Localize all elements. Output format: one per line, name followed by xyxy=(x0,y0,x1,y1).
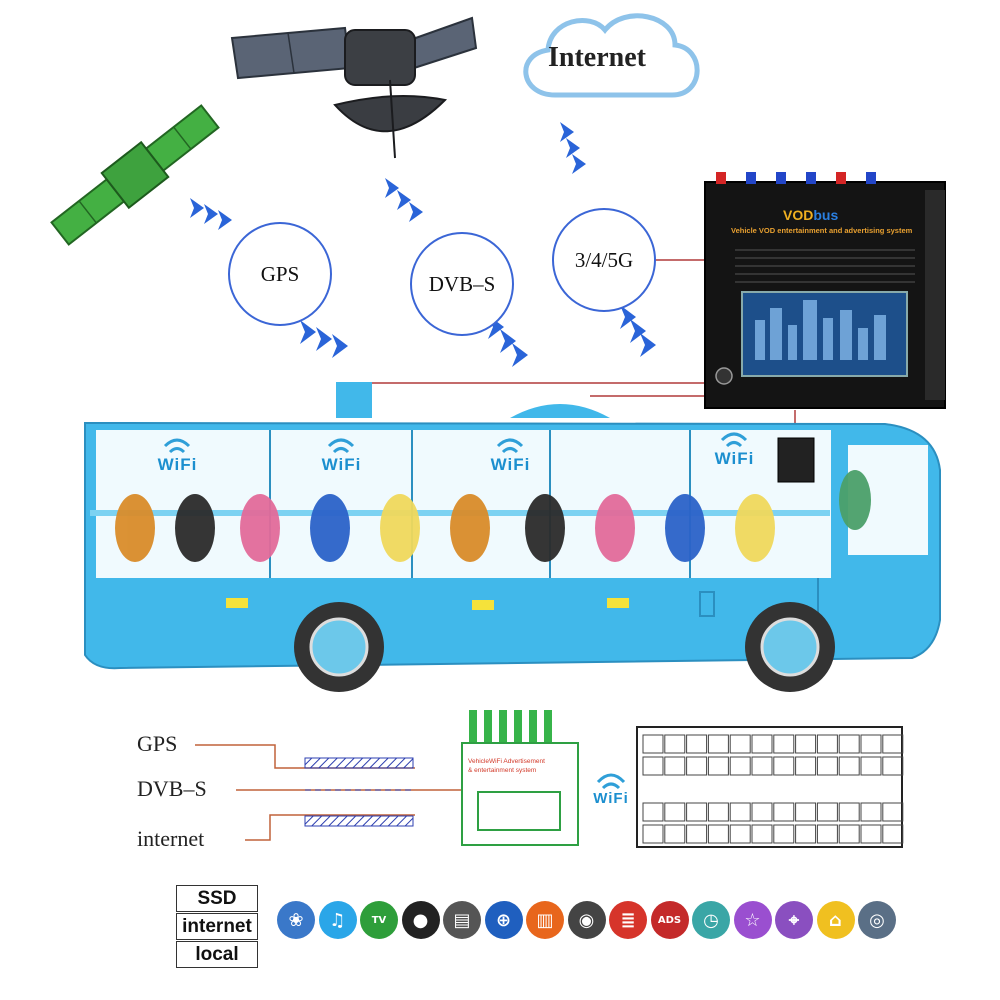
seat xyxy=(707,802,729,822)
gps-satellite-icon xyxy=(50,104,220,246)
seat xyxy=(773,756,795,776)
broadcast-satellite-icon xyxy=(230,16,478,159)
radio-icon[interactable]: ▤ xyxy=(443,901,481,939)
globe-hand-icon[interactable]: ◎ xyxy=(858,901,896,939)
seat xyxy=(838,734,860,754)
seat xyxy=(729,824,751,844)
bus-wifi-label-1: WiFi xyxy=(157,455,198,474)
shopping-cart-icon[interactable]: ☆ xyxy=(733,901,772,939)
bus-wheels xyxy=(294,602,835,692)
seat xyxy=(816,756,838,776)
bus-router-icon xyxy=(777,437,815,483)
seat xyxy=(882,802,904,822)
seat xyxy=(751,756,773,776)
router-diagram xyxy=(461,710,579,846)
seat xyxy=(751,734,773,754)
bus-wifi-label-3: WiFi xyxy=(490,455,531,474)
seat xyxy=(882,756,904,776)
tv-icon[interactable]: TV xyxy=(360,901,398,939)
seat xyxy=(795,824,817,844)
seat xyxy=(860,802,882,822)
seat xyxy=(838,802,860,822)
seat xyxy=(729,756,751,776)
device-subtitle: Vehicle VOD entertainment and advertisin… xyxy=(731,226,913,235)
seat xyxy=(773,824,795,844)
antenna-connectors xyxy=(716,172,876,184)
signal-bars xyxy=(304,757,414,827)
seat xyxy=(795,734,817,754)
input-gps-label: GPS xyxy=(137,731,178,756)
seat xyxy=(642,756,664,776)
ads-icon[interactable]: ADS xyxy=(650,901,689,939)
seat xyxy=(686,756,708,776)
seat xyxy=(816,824,838,844)
seat xyxy=(707,824,729,844)
power-button-icon xyxy=(715,367,733,385)
seat xyxy=(860,824,882,844)
bus-wifi-label-2: WiFi xyxy=(321,455,362,474)
router-text: VehicleWiFi Advertisement & entertainmen… xyxy=(468,758,545,774)
seat xyxy=(642,824,664,844)
music-icon[interactable]: ♫ xyxy=(318,901,357,939)
seat xyxy=(686,824,708,844)
seat xyxy=(664,824,686,844)
seat xyxy=(838,756,860,776)
seat xyxy=(751,802,773,822)
seat xyxy=(816,802,838,822)
seat xyxy=(860,756,882,776)
cloud-icon xyxy=(523,13,700,98)
dvbs-circle: DVB–S xyxy=(410,232,514,336)
device-brand: VODbus xyxy=(783,207,839,223)
web-browser-icon[interactable]: ⊕ xyxy=(484,901,523,939)
seat xyxy=(686,734,708,754)
seat xyxy=(795,802,817,822)
clock-icon[interactable]: ◷ xyxy=(692,901,730,939)
seat xyxy=(773,802,795,822)
seat xyxy=(882,824,904,844)
passengers xyxy=(115,470,871,562)
seat xyxy=(773,734,795,754)
seat xyxy=(729,734,751,754)
internet-cloud-label: Internet xyxy=(548,42,646,73)
seat xyxy=(664,802,686,822)
gps-circle: GPS xyxy=(228,222,332,326)
signal-arrows xyxy=(190,122,656,367)
gamepad-icon[interactable]: ● xyxy=(401,901,440,939)
vod-device xyxy=(704,172,946,409)
news-icon[interactable]: ≣ xyxy=(609,901,647,939)
seat xyxy=(860,734,882,754)
seat xyxy=(686,802,708,822)
seat xyxy=(642,802,664,822)
film-reel-icon[interactable]: ❀ xyxy=(277,901,315,939)
router-wifi-label: WiFi xyxy=(593,790,629,807)
seat xyxy=(642,734,664,754)
cellular-circle: 3/4/5G xyxy=(552,208,656,312)
seat xyxy=(664,756,686,776)
source-ssd: SSD xyxy=(176,885,258,912)
seat xyxy=(838,824,860,844)
bus-wifi-signals xyxy=(163,432,748,454)
bus-illustration xyxy=(84,382,941,692)
book-icon[interactable]: ▥ xyxy=(526,901,564,939)
seat-map xyxy=(636,726,904,848)
hotel-icon[interactable]: ⌂ xyxy=(816,901,855,939)
bus-wifi-label-4: WiFi xyxy=(714,449,755,468)
source-internet: internet xyxy=(176,913,258,940)
seat xyxy=(707,734,729,754)
input-dvbs-label: DVB–S xyxy=(137,776,207,801)
seat xyxy=(795,756,817,776)
seat xyxy=(664,734,686,754)
seat xyxy=(729,802,751,822)
wifi-symbol-icon xyxy=(596,773,626,790)
seat xyxy=(882,734,904,754)
source-local: local xyxy=(176,941,258,968)
camera-icon[interactable]: ◉ xyxy=(567,901,606,939)
seat xyxy=(816,734,838,754)
input-internet-label: internet xyxy=(137,826,205,851)
seat xyxy=(707,756,729,776)
location-pin-icon[interactable]: ⌖ xyxy=(775,901,813,939)
seat xyxy=(751,824,773,844)
